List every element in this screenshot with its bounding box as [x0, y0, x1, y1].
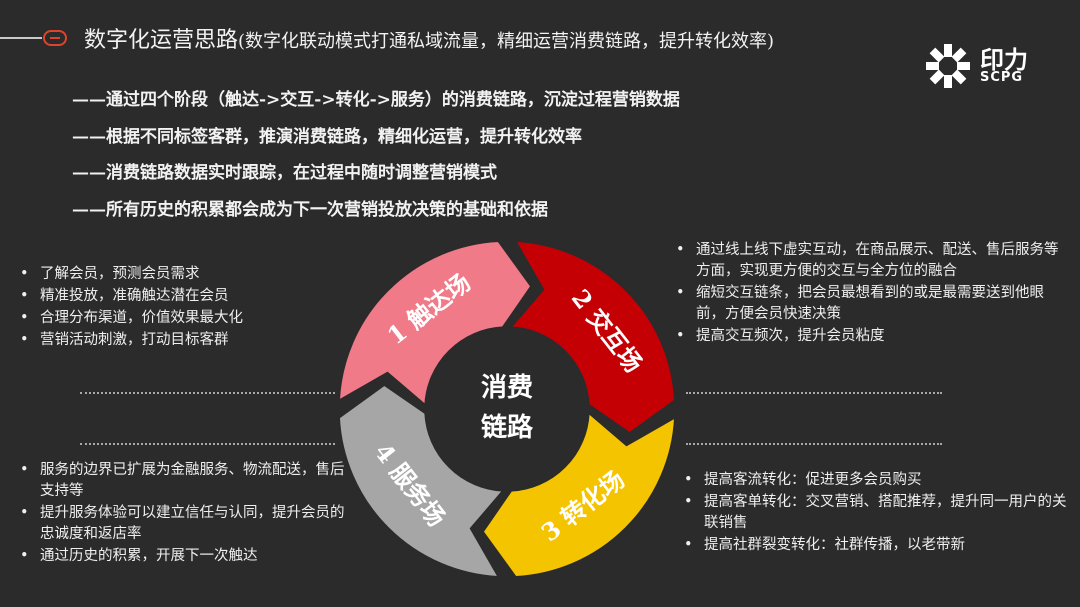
key-point: ——所有历史的积累都会成为下一次营销投放决策的基础和依据 — [72, 199, 548, 220]
title-decoration-line — [0, 37, 42, 39]
list-item: 通过线上线下虚实互动，在商品展示、配送、售后服务等方面，实现更方便的交互与全方位… — [674, 240, 1060, 282]
interact-notes: 通过线上线下虚实互动，在商品展示、配送、售后服务等方面，实现更方便的交互与全方位… — [674, 240, 1060, 348]
stage-segment-service — [338, 384, 505, 578]
logo-text-en: SCPG — [980, 70, 1024, 85]
reach-notes: 了解会员，预测会员需求 精准投放，准确触达潜在会员 合理分布渠道，价值效果最大化… — [18, 264, 338, 352]
stage-segment-interact — [509, 241, 676, 434]
company-logo: 印力 SCPG — [924, 42, 1054, 90]
logo-mark-icon — [926, 44, 970, 88]
stage-segment-reach — [338, 241, 532, 407]
divider-dotted — [686, 443, 942, 445]
title-subtitle: (数字化联动模式打通私域流量，精细运营消费链路，提升转化效率) — [238, 31, 775, 52]
stage-segment-convert — [482, 411, 676, 578]
center-label-line1: 消费 — [481, 373, 533, 403]
convert-notes: 提高客流转化：促进更多会员购买 提高客单转化：交叉营销、搭配推荐，提升同一用户的… — [682, 470, 1072, 557]
key-points: ——通过四个阶段（触达->交互->转化->服务）的消费链路，沉淀过程营销数据 —… — [72, 84, 680, 230]
list-item: 营销活动刺激，打动目标客群 — [18, 330, 338, 351]
list-item: 提高客流转化：促进更多会员购买 — [682, 470, 1072, 491]
list-item: 精准投放，准确触达潜在会员 — [18, 286, 338, 307]
list-item: 提高交互频次，提升会员粘度 — [674, 326, 1060, 347]
list-item: 合理分布渠道，价值效果最大化 — [18, 308, 338, 329]
list-item: 提升服务体验可以建立信任与认同，提升会员的忠诚度和返店率 — [18, 503, 356, 545]
service-notes: 服务的边界已扩展为金融服务、物流配送，售后支持等 提升服务体验可以建立信任与认同… — [18, 460, 356, 568]
divider-dotted — [686, 392, 942, 394]
center-label-line2: 链路 — [481, 412, 534, 443]
divider-dotted — [80, 443, 335, 445]
list-item: 缩短交互链条，把会员最想看到的或是最需要送到他眼前，方便会员快速决策 — [674, 283, 1060, 325]
title-bullet-icon — [43, 30, 67, 46]
list-item: 服务的边界已扩展为金融服务、物流配送，售后支持等 — [18, 460, 356, 502]
divider-dotted — [80, 392, 335, 394]
list-item: 了解会员，预测会员需求 — [18, 264, 338, 285]
key-point: ——根据不同标签客群，推演消费链路，精细化运营，提升转化效率 — [72, 126, 582, 147]
consumption-cycle-diagram: 1 触达场 2 交互场 3 转化场 4 服务场 消费 链路 — [338, 241, 676, 578]
title-main: 数字化运营思路 — [84, 28, 239, 53]
list-item: 提高客单转化：交叉营销、搭配推荐，提升同一用户的关联销售 — [682, 492, 1072, 534]
list-item: 提高社群裂变转化：社群传播，以老带新 — [682, 535, 1072, 556]
list-item: 通过历史的积累，开展下一次触达 — [18, 546, 356, 567]
key-point: ——消费链路数据实时跟踪，在过程中随时调整营销模式 — [72, 163, 497, 183]
logo-text-cn: 印力 — [980, 46, 1028, 74]
page-title: 数字化运营思路(数字化联动模式打通私域流量，精细运营消费链路，提升转化效率) — [84, 22, 774, 54]
key-point: ——通过四个阶段（触达->交互->转化->服务）的消费链路，沉淀过程营销数据 — [72, 90, 680, 110]
